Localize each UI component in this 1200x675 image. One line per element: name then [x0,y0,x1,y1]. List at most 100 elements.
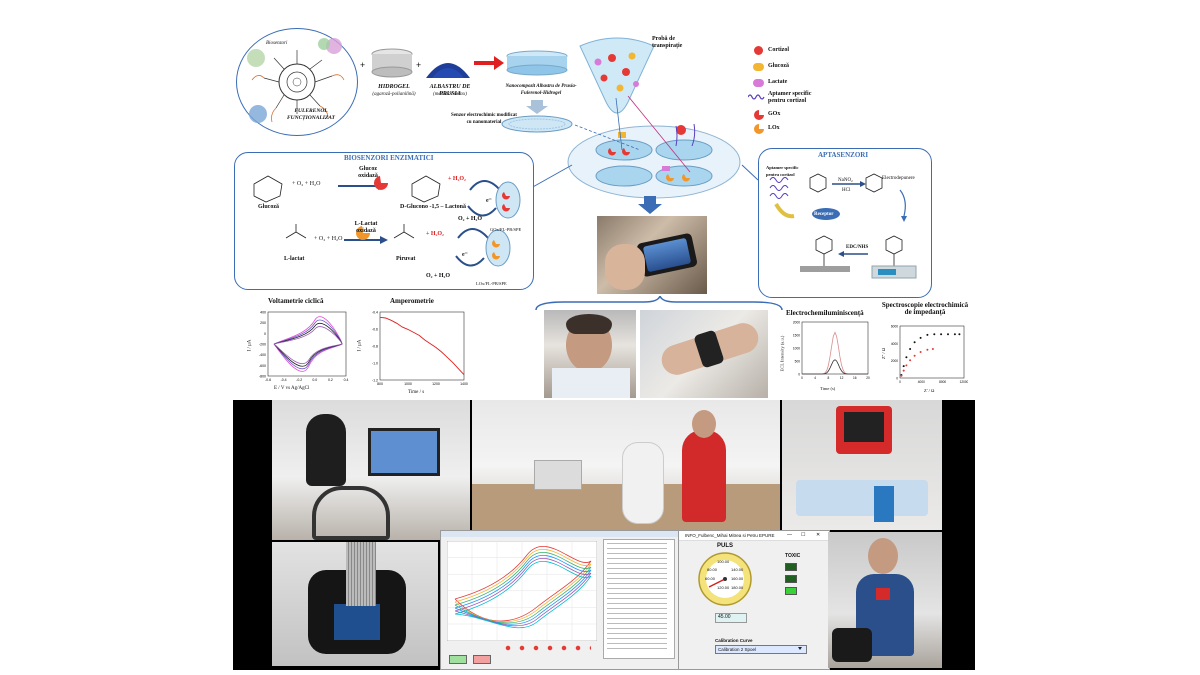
pcb-board [334,604,380,640]
lactate-label: L-lactat [284,256,305,262]
start-button[interactable] [449,655,467,664]
nanocomposite-label: Nanocompozit Albastru de Prusia-Fulereno… [505,84,577,96]
hydrogel-title: HIDROGEL [378,84,410,90]
electron-label-1: e⁻ [486,198,492,204]
electrode1-label: GOx/FL-PB/SPE [490,227,522,232]
x-tick-label: 4000 [918,380,925,384]
eis-point [926,348,929,351]
y-tick-label: -600 [259,364,266,368]
y-tick-label: -1.2 [372,379,378,383]
plus-sign-2: + [416,60,422,70]
toxic-indicator-1 [785,563,797,571]
red-arrow [474,56,504,70]
arm-photo [640,310,768,398]
eis-point [909,348,912,350]
eq1-reagents: + O₂ + H₂O [292,181,321,187]
y-tick-label: 400 [260,311,266,315]
y-tick-label: 1500 [793,334,800,338]
software-cv-series [454,552,592,624]
y-tick-label: 0 [264,332,266,336]
glucose-oxidase-label: Glucoz oxidază [358,166,378,179]
aptamer-label: Aptamer specific pentru cortizol [766,165,799,177]
enzymatic-panel [234,152,534,290]
eis-point [919,336,922,339]
eis-point [902,369,905,372]
x-tick-label: 20 [866,376,870,380]
x-tick-label: 0.2 [328,378,333,382]
legend-label: Glucoză [768,63,789,69]
maximize-button[interactable]: ☐ [801,532,806,538]
x-tick-label: 16 [853,376,857,380]
stop-button[interactable] [473,655,491,664]
electrodep-label: Electrodepunere [882,176,915,181]
sweat-sample-label: Probă de transpirație [652,36,683,49]
legend-item-aptamer: Aptamer specific pentru cortizol [748,90,828,108]
y-tick-label: -0.6 [372,328,378,332]
prussian-blue-sub: (mediator redox) [433,92,467,97]
calibration-select[interactable]: Calibration 2 Spoel [715,645,807,654]
legend: Cortizol Glucoză Lactate Aptamer specifi… [748,44,828,136]
x-tick-label: -0.2 [296,378,302,382]
software-cv-series [454,546,592,622]
plot-frame [899,325,965,379]
ecl-title: Electrochemiluminiscență [786,309,864,317]
software-cv-series [454,555,592,625]
close-button[interactable]: ✕ [816,532,821,538]
edc-label: EDC/NHS [846,245,869,250]
gauge-tick-160: 160.00 [731,576,744,581]
sensor-platform [567,123,741,199]
y-tick-label: -0.4 [372,311,378,315]
gauge-tick-60: 60.00 [705,576,716,581]
pulse-window: INFO_Fulbenc_Mihai Mitrea si Petru EPURE… [678,530,830,670]
y-tick-label: 4000 [891,342,898,346]
toxic-indicator-3 [785,587,797,595]
eis-point [905,364,908,367]
ecl-series [802,359,868,375]
legend-label: LOx [768,125,780,131]
lab-photo [472,400,780,532]
cv-title: Voltametrie ciclică [268,297,324,305]
sensor-strip [874,486,894,522]
rider-head [868,538,898,574]
sensor-label: Senzor electrochimic modificat cu nanoma… [451,113,517,125]
aptamer-icon [748,94,765,100]
software-cv-series [454,549,592,623]
eis-point [940,333,943,336]
prussian-blue-title: ALBASTRU DE PRUSIA [429,84,471,97]
bike-shape [312,486,390,540]
lactate-oxidase-label: L-Lactat oxidază [354,221,378,234]
eis-xlabel: Z' / Ω [924,388,935,393]
x-tick-label: -0.4 [281,378,287,382]
enzymatic-structures [253,175,521,267]
o2-h2o-label-2: O₂ + H₂O [426,273,451,279]
hand-shape [605,244,645,290]
legend-item-glucose: Glucoză [748,60,828,76]
minimize-button[interactable]: — [787,532,792,538]
software-cv-series [454,558,592,627]
x-tick-label: 800 [377,382,383,386]
log-lines [607,543,667,653]
toxic-indicator-2 [785,575,797,583]
x-tick-label: 0.4 [344,378,349,382]
chevron-down-icon[interactable] [798,647,802,650]
connector-lines [514,95,759,198]
legend-swatch-blob [753,79,764,87]
y-tick-label: 200 [260,321,266,325]
x-tick-label: 0 [801,376,803,380]
ecl-ylabel: ECL Intensity (a.u.) [779,335,785,372]
x-tick-label: 1000 [404,382,412,386]
eis-point [902,365,905,368]
color-dot-row [501,644,591,652]
gauge-tick-180: 180.00 [731,585,744,590]
phone-photo [597,216,707,294]
plot-frame [801,321,869,375]
gauge-tick-140: 140.00 [731,567,744,572]
amp-series [379,316,465,376]
device-photo [782,400,942,530]
person-head-shape [692,410,716,438]
h2o2-label-2: + H₂O₂ [426,231,444,237]
